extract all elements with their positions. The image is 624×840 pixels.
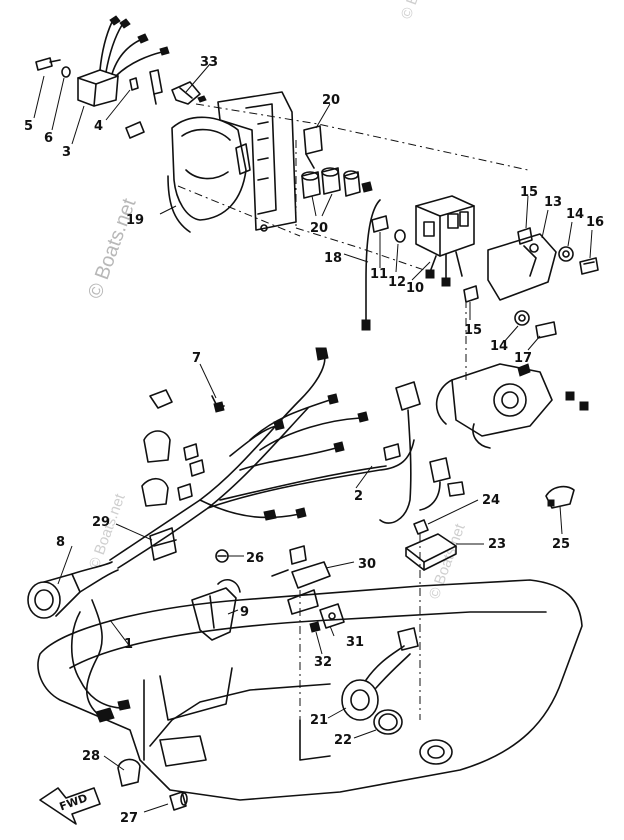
callout-27: 27: [120, 811, 138, 826]
collar-15-lower: [463, 285, 479, 303]
screw-32: [309, 621, 321, 633]
clip-31: [319, 603, 345, 629]
rectifier-10: [415, 195, 475, 287]
washer-12: [394, 229, 406, 243]
o-ring-22: [373, 709, 403, 735]
callout-14-upper: 14: [566, 207, 584, 222]
nut-14-upper: [558, 246, 574, 262]
connector-caps-20: [301, 125, 373, 199]
collar-15-upper: [517, 227, 533, 245]
clamp-29: [149, 527, 177, 561]
bolt-17: [535, 321, 557, 339]
callout-3: 3: [62, 145, 71, 160]
ignition-coil-unit: [77, 15, 170, 107]
callout-23: 23: [488, 537, 506, 552]
callout-15-lower: 15: [464, 323, 482, 338]
watermark-faint-left: © Boats.net: [86, 491, 129, 571]
callout-22: 22: [334, 733, 352, 748]
grommet-28: [117, 758, 141, 787]
callout-24: 24: [482, 493, 500, 508]
holder-30: [271, 545, 331, 750]
bracket-13: [487, 233, 557, 301]
wire-clamp-33: [171, 81, 207, 105]
callout-20-bottom: 20: [310, 221, 328, 236]
callout-33: 33: [200, 55, 218, 70]
wire-harness: [109, 347, 415, 569]
callout-1: 1: [124, 637, 133, 652]
switch-assembly: [435, 363, 589, 449]
assembly-line-top: [195, 103, 529, 171]
bolt-16: [579, 257, 599, 275]
plate-23: [405, 533, 457, 571]
plug-27: [169, 791, 188, 811]
callout-14-lower: 14: [490, 339, 508, 354]
watermark-faint-top: © Boats.net: [398, 0, 441, 21]
bottom-cowling: [37, 579, 583, 801]
callout-2: 2: [354, 489, 363, 504]
callout-20-top: 20: [322, 93, 340, 108]
callout-25: 25: [552, 537, 570, 552]
callout-5: 5: [24, 119, 33, 134]
callout-16: 16: [586, 215, 604, 230]
callout-29: 29: [92, 515, 110, 530]
callout-15-upper: 15: [520, 185, 538, 200]
main-connector-8: [27, 561, 119, 619]
callout-30: 30: [358, 557, 376, 572]
bracket-housing: [167, 116, 247, 233]
watermark-main: © Boats.net: [84, 195, 141, 301]
callout-11: 11: [370, 267, 388, 282]
callout-18: 18: [324, 251, 342, 266]
callout-31: 31: [346, 635, 364, 650]
screw-24: [413, 519, 429, 720]
callout-8: 8: [56, 535, 65, 550]
bolt-5: [35, 57, 61, 71]
switch-21: [341, 627, 419, 721]
bolt-7: [211, 395, 225, 413]
bracket-9: [191, 579, 241, 641]
callout-4: 4: [94, 119, 103, 134]
screw-26: [215, 549, 229, 563]
callout-32: 32: [314, 655, 332, 670]
callout-10: 10: [406, 281, 424, 296]
assembly-line-mid: [295, 227, 431, 273]
callout-leaders: [33, 63, 593, 813]
plug-boot-2: [379, 381, 465, 524]
plug-cap: [125, 69, 163, 139]
nut-14-lower: [514, 310, 530, 326]
callout-28: 28: [82, 749, 100, 764]
callout-19: 19: [126, 213, 144, 228]
callout-26: 26: [246, 551, 264, 566]
washer-6: [61, 66, 71, 78]
callout-17: 17: [514, 351, 532, 366]
terminals-left: [141, 389, 205, 507]
callout-9: 9: [240, 605, 249, 620]
battery-lead-1: [70, 599, 131, 723]
callout-13: 13: [544, 195, 562, 210]
screw-11: [371, 215, 389, 233]
mounting-plate: [217, 91, 297, 232]
forward-direction-arrow: FWD: [39, 787, 101, 825]
callout-6: 6: [44, 131, 53, 146]
ground-lead-18: [361, 199, 381, 331]
callout-21: 21: [310, 713, 328, 728]
assembly-line-19: [177, 185, 301, 237]
clamp-25: [545, 485, 575, 509]
callout-7: 7: [192, 351, 201, 366]
watermark-faint-right: © Boats.net: [426, 521, 469, 601]
callout-labels: 5 6 3 4 33 20 20 19 18 11 12 10 15 13 14…: [24, 55, 604, 826]
callout-12: 12: [388, 275, 406, 290]
